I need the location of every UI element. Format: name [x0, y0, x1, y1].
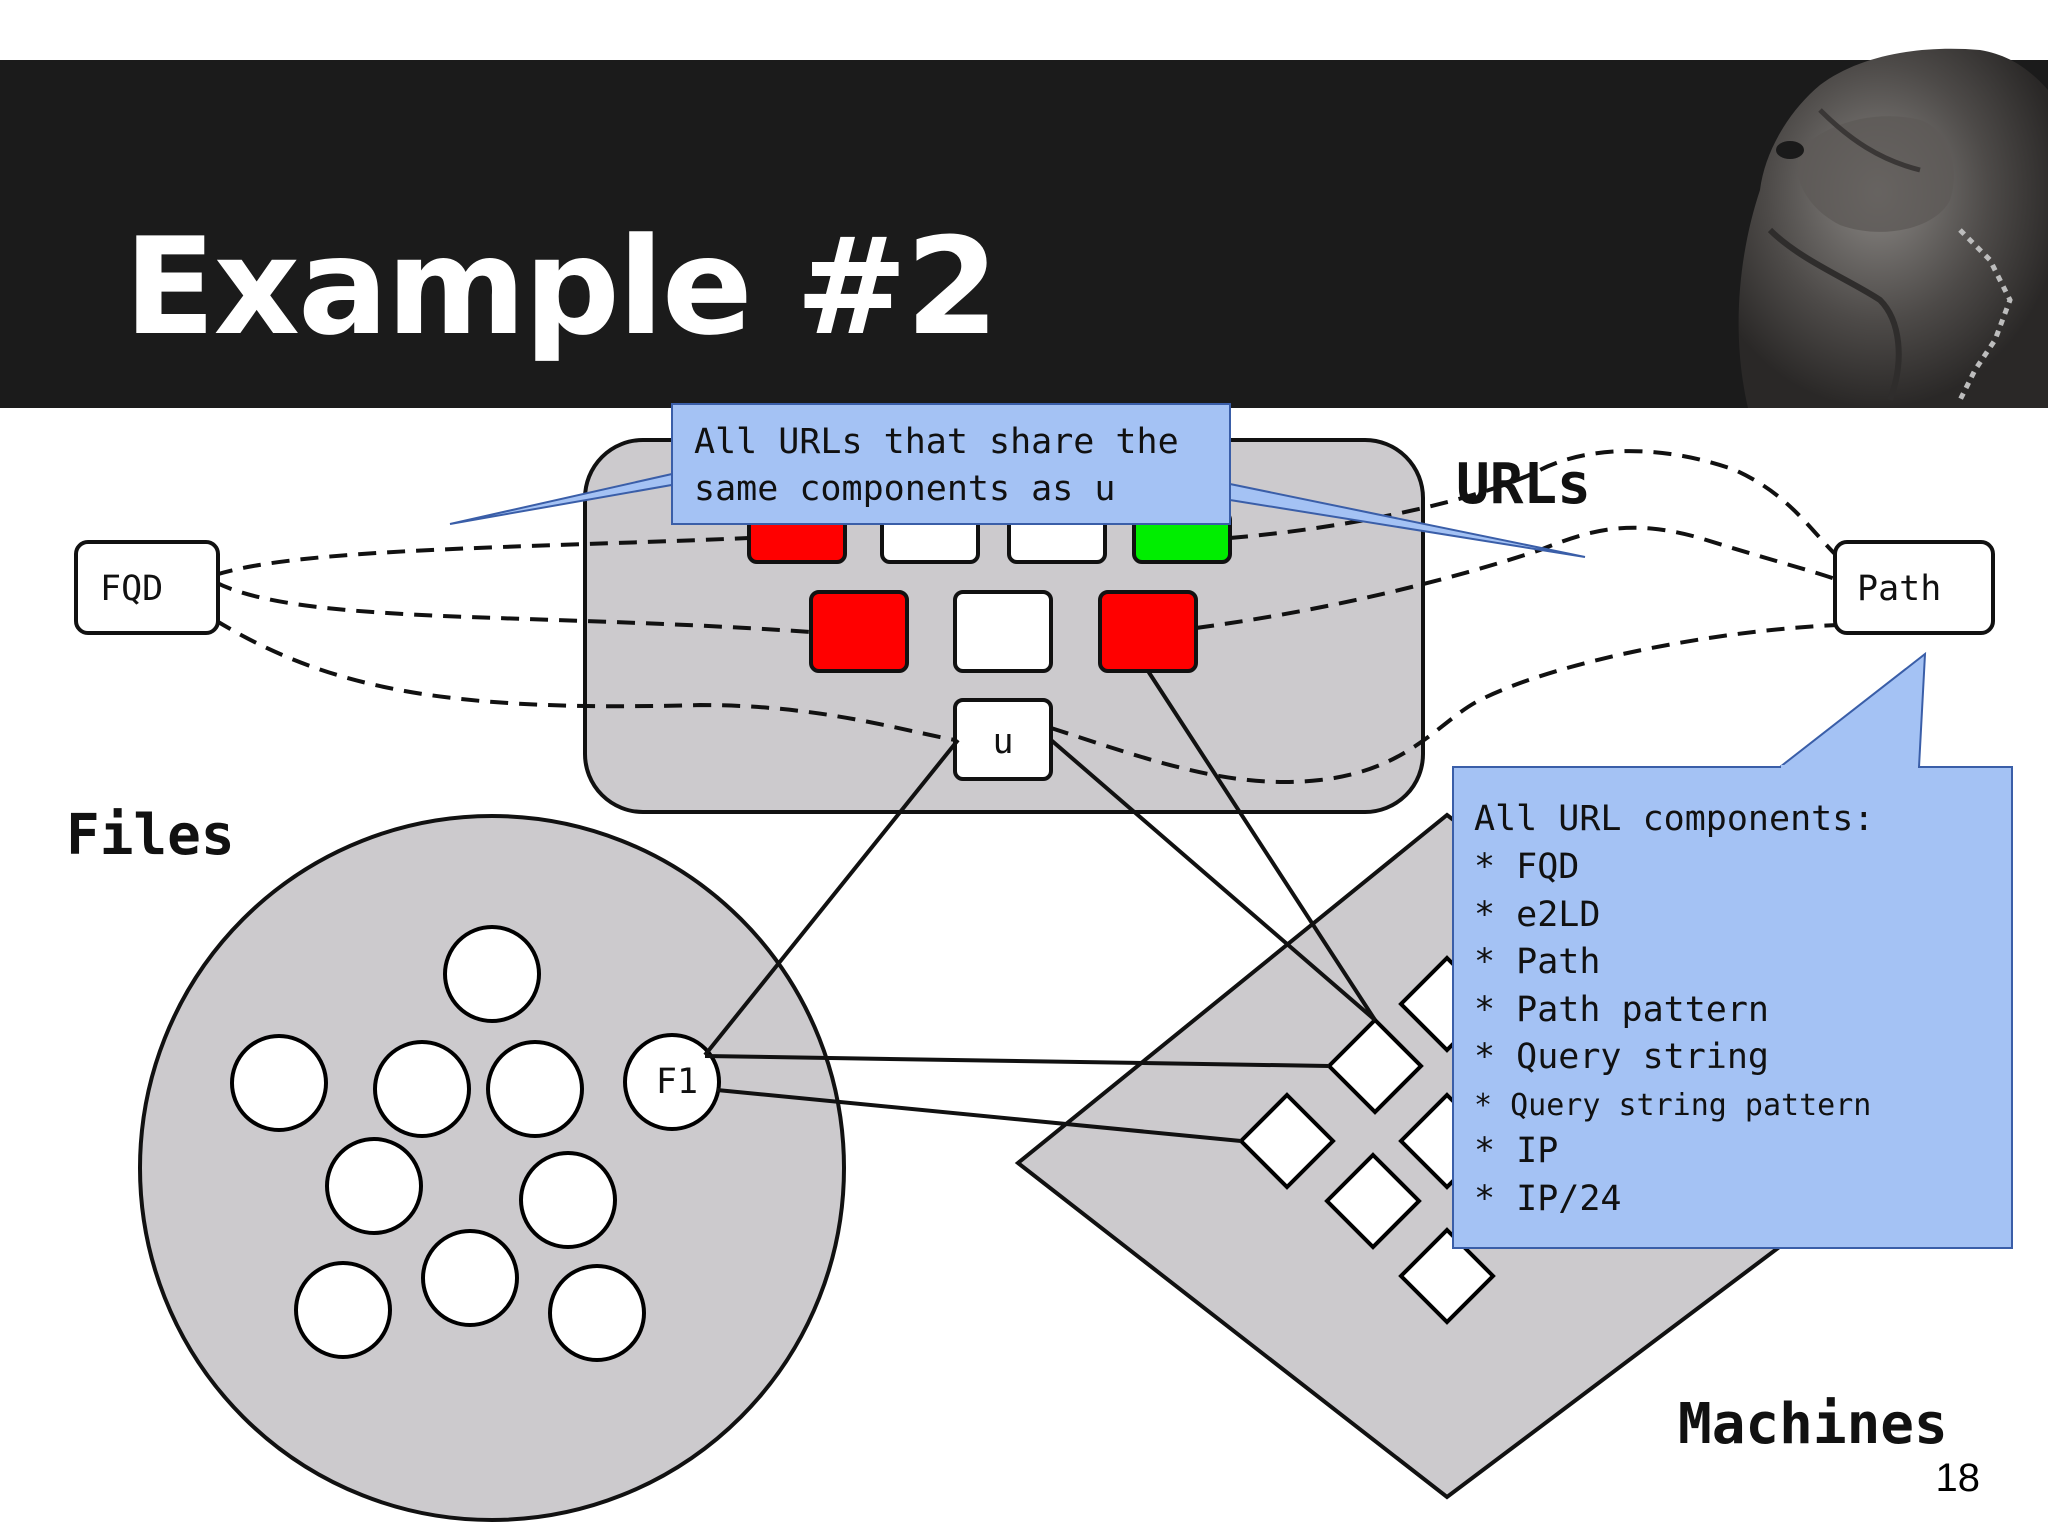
edge-f1-machine [704, 1054, 1330, 1068]
fqd-label: FQD [100, 569, 163, 609]
callout-right-line: * Path pattern [1474, 990, 1769, 1030]
file-node [519, 1151, 617, 1249]
edge-url-machine [1146, 669, 1377, 1022]
edge-f1-machine [716, 1088, 1242, 1143]
callout-top-line: All URLs that share the [694, 422, 1179, 462]
dashed-fqd-url [214, 536, 750, 577]
file-node [486, 1040, 584, 1138]
fqd-node [74, 540, 220, 635]
file-node [421, 1229, 519, 1327]
dashed-fqd-u [213, 618, 956, 742]
file-node-f1 [623, 1033, 721, 1131]
url-node-red [809, 590, 909, 673]
callout-top-line: same components as u [694, 469, 1115, 509]
f1-label: F1 [656, 1062, 698, 1102]
edge-u-machine [1049, 738, 1377, 1022]
machine-node [1324, 1152, 1422, 1250]
urls-label: URLs [1456, 452, 1591, 517]
header-bar [0, 60, 2048, 408]
callout-right [1452, 651, 2013, 1249]
callout-right-line: * Path [1474, 942, 1600, 982]
callout-top [449, 403, 1586, 558]
machine-node [1398, 1227, 1496, 1325]
path-label: Path [1857, 569, 1941, 609]
callout-right-line: * IP [1474, 1131, 1558, 1171]
callout-right-line: All URL components: [1474, 799, 1874, 839]
page-number: 18 [1935, 1456, 1981, 1500]
callout-right-line: * IP/24 [1474, 1179, 1622, 1219]
file-node [373, 1040, 471, 1138]
dashed-fqd-url [214, 580, 812, 634]
path-node [1833, 540, 1995, 635]
slide-title: Example #2 [124, 209, 999, 365]
file-node [294, 1261, 392, 1359]
machine-node [1326, 1017, 1424, 1115]
callout-right-line: * e2LD [1474, 895, 1600, 935]
machines-label: Machines [1678, 1392, 1948, 1457]
file-node [443, 925, 541, 1023]
dog-image [1738, 48, 2048, 409]
file-node [548, 1264, 646, 1362]
url-node [953, 590, 1053, 673]
machine-node [1238, 1092, 1336, 1190]
file-node [325, 1137, 423, 1235]
file-node [230, 1034, 328, 1132]
url-node-red [1098, 590, 1198, 673]
callout-right-line: * Query string [1474, 1037, 1769, 1077]
callout-right-line: * Query string pattern [1474, 1088, 1871, 1123]
files-label: Files [66, 803, 235, 868]
callout-right-line: * FQD [1474, 847, 1579, 887]
edge-u-f1 [703, 738, 960, 1057]
u-label: u [992, 722, 1013, 762]
dashed-url-path [1195, 525, 1839, 630]
files-group [138, 814, 846, 1522]
